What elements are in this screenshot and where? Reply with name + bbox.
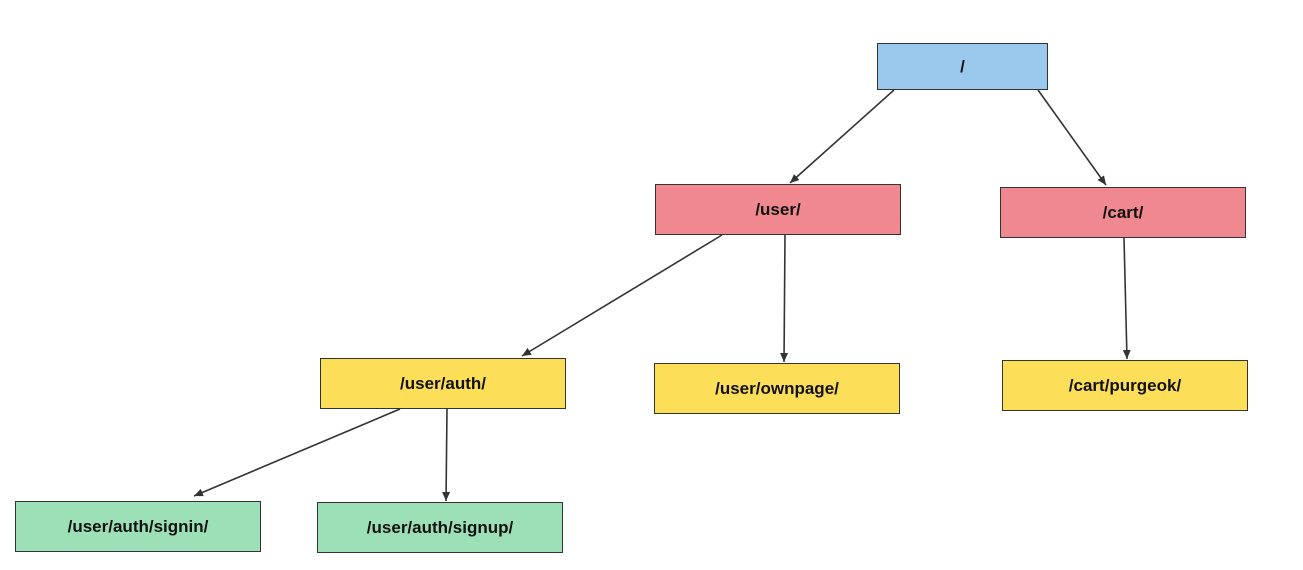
edge-root-to-user (789, 89, 895, 184)
node-user-label: /user/ (755, 199, 801, 219)
edge-user-auth-to-signin (193, 408, 401, 497)
node-user-auth-signin-label: /user/auth/signin/ (67, 516, 209, 536)
edge-user-to-user-ownpage (780, 234, 789, 363)
node-root: / (877, 43, 1048, 90)
node-cart-purgeok: /cart/purgeok/ (1002, 360, 1248, 411)
node-user-auth-signup-label: /user/auth/signup/ (366, 517, 514, 537)
node-user-auth-label: /user/auth/ (400, 373, 486, 393)
node-cart-label: /cart/ (1102, 202, 1144, 222)
edge-root-to-cart (1037, 89, 1107, 186)
node-user-auth: /user/auth/ (320, 358, 566, 409)
node-cart: /cart/ (1000, 187, 1246, 238)
edge-user-auth-to-signup (442, 408, 451, 502)
node-user: /user/ (655, 184, 901, 235)
node-user-ownpage: /user/ownpage/ (654, 363, 900, 414)
node-root-label: / (960, 56, 965, 76)
node-user-ownpage-label: /user/ownpage/ (715, 378, 839, 398)
node-user-auth-signup: /user/auth/signup/ (317, 502, 563, 553)
node-cart-purgeok-label: /cart/purgeok/ (1068, 375, 1182, 395)
edge-cart-to-cart-purgeok (1122, 237, 1131, 360)
node-user-auth-signin: /user/auth/signin/ (15, 501, 261, 552)
edge-user-to-user-auth (521, 234, 723, 357)
